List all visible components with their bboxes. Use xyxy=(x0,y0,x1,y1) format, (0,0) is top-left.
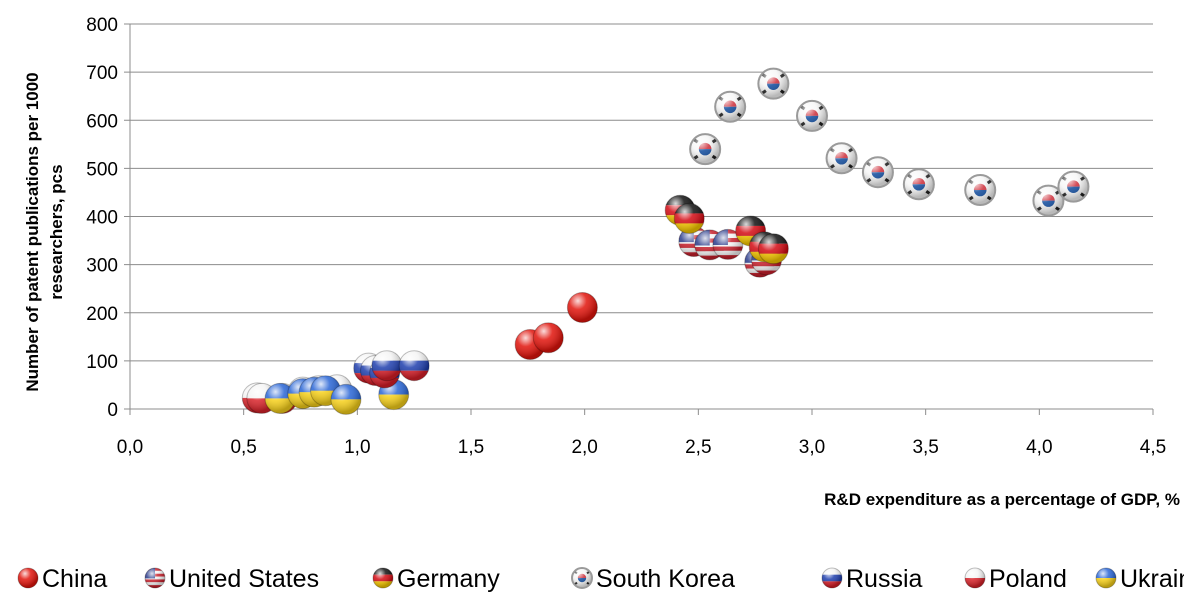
korea-point xyxy=(861,156,894,189)
series-china xyxy=(514,291,598,361)
series-russia xyxy=(353,350,430,389)
korea-point xyxy=(796,99,828,132)
usa-point xyxy=(694,229,726,261)
data-points xyxy=(241,67,1090,415)
x-tick-label: 4,5 xyxy=(1140,437,1166,458)
y-tick-label: 100 xyxy=(86,352,118,373)
korea-point xyxy=(964,174,997,207)
korea-point xyxy=(1057,170,1090,203)
legend-label: Ukraine xyxy=(1120,565,1184,592)
series-germany xyxy=(664,194,789,265)
legend-item-korea: South Korea xyxy=(571,565,735,592)
korea-point xyxy=(825,142,858,175)
x-tick-label: 0,0 xyxy=(117,437,143,458)
y-tick-label: 300 xyxy=(86,256,118,277)
legend-item-russia: Russia xyxy=(821,565,923,592)
china-point xyxy=(532,322,564,354)
russia-flag-icon xyxy=(821,567,843,589)
germany-flag-icon xyxy=(372,567,394,589)
x-tick-labels: 0,0 0,5 1,0 1,5 2,0 2,5 3,0 3,5 4,0 4,5 xyxy=(117,437,1166,458)
y-tick-labels: 0 100 200 300 400 500 600 700 800 xyxy=(86,15,118,421)
x-tick-label: 4,0 xyxy=(1026,437,1052,458)
gridlines xyxy=(130,23,1153,362)
ukraine-flag-icon xyxy=(1095,567,1117,589)
korea-point xyxy=(714,90,747,123)
germany-point xyxy=(673,202,705,234)
korea-point xyxy=(902,168,935,201)
axes xyxy=(124,23,1154,415)
y-tick-label: 600 xyxy=(86,111,118,132)
legend-item-germany: Germany xyxy=(372,565,500,592)
x-tick-label: 3,5 xyxy=(912,437,938,458)
y-tick-label: 500 xyxy=(86,159,118,180)
x-tick-label: 1,0 xyxy=(344,437,370,458)
series-ukraine xyxy=(264,375,410,415)
korea-point xyxy=(757,67,790,100)
legend-label: Russia xyxy=(846,565,923,592)
korea-flag-icon xyxy=(571,567,593,589)
x-tick-label: 1,5 xyxy=(458,437,484,458)
usa-point xyxy=(712,228,744,260)
legend-item-ukraine: Ukraine xyxy=(1095,565,1184,592)
china-flag-icon xyxy=(17,567,39,589)
y-tick-label: 700 xyxy=(86,63,118,84)
usa-flag-icon xyxy=(144,567,166,589)
legend-label: China xyxy=(42,565,107,592)
germany-point xyxy=(757,233,789,265)
poland-flag-icon xyxy=(964,567,986,589)
russia-point xyxy=(371,350,403,382)
y-tick-label: 0 xyxy=(107,400,118,421)
legend-item-usa: United States xyxy=(144,565,319,592)
x-tick-label: 0,5 xyxy=(230,437,256,458)
ukraine-point xyxy=(330,383,362,415)
ukraine-point xyxy=(264,382,296,414)
legend-label: United States xyxy=(169,565,319,592)
legend-label: Germany xyxy=(397,565,500,592)
y-tick-label: 800 xyxy=(86,15,118,36)
legend: China United States Germany South Korea Russ… xyxy=(17,565,1184,592)
y-tick-label: 200 xyxy=(86,304,118,325)
x-tick-label: 2,5 xyxy=(685,437,711,458)
y-tick-label: 400 xyxy=(86,208,118,229)
korea-point xyxy=(689,133,722,166)
legend-item-china: China xyxy=(17,565,107,592)
legend-label: South Korea xyxy=(596,565,735,592)
legend-label: Poland xyxy=(989,565,1067,592)
china-point xyxy=(566,291,598,323)
x-axis-title: R&D expenditure as a percentage of GDP, … xyxy=(824,490,1180,509)
x-tick-label: 2,0 xyxy=(571,437,597,458)
legend-item-poland: Poland xyxy=(964,565,1067,592)
series-korea xyxy=(689,67,1090,217)
x-tick-label: 3,0 xyxy=(799,437,825,458)
russia-point xyxy=(398,350,430,382)
